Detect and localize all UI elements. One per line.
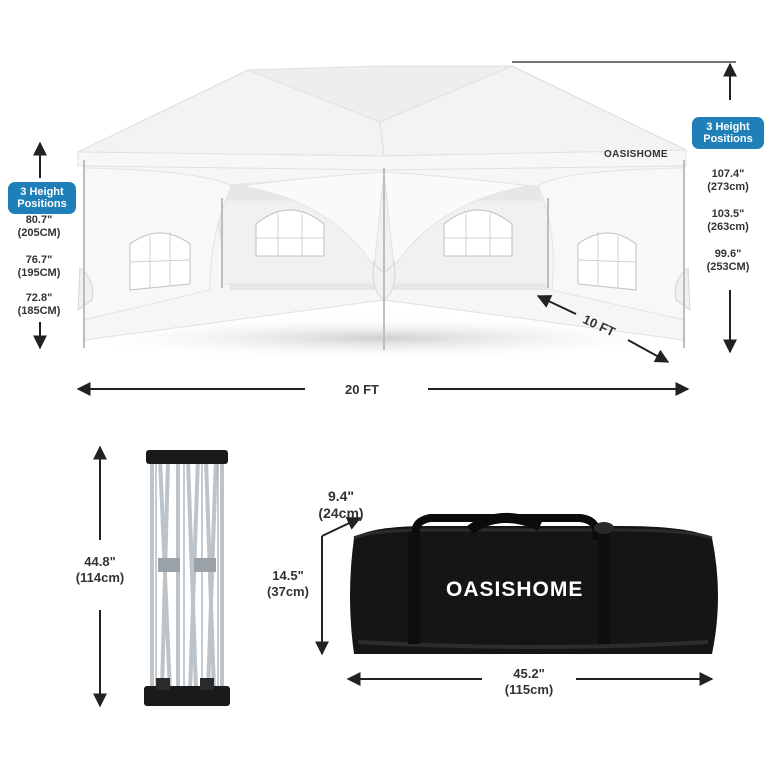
bag-height-label: 14.5"(37cm)	[267, 568, 309, 599]
bag-depth-label: 9.4"(24cm)	[318, 488, 364, 521]
right-height-low: 99.6"(253CM)	[706, 248, 750, 274]
carry-bag	[350, 512, 718, 654]
folded-frame	[144, 450, 230, 710]
bag-depth-arrow	[321, 517, 362, 537]
tent-window	[129, 209, 637, 291]
depth-arrow-lower	[627, 339, 670, 363]
right-height-high: 107.4"(273cm)	[707, 168, 749, 194]
bag-brand-label: OASISHOME	[446, 578, 584, 601]
left-height-positions-badge: 3 Height Positions	[8, 182, 76, 214]
right-height-positions-badge: 3 Height Positions	[692, 117, 764, 149]
frame-height-label: 44.8"(114cm)	[75, 554, 125, 585]
right-height-mid: 103.5"(263cm)	[707, 208, 749, 234]
tent-brand-label: OASISHOME	[604, 149, 668, 160]
canopy-tent	[60, 65, 700, 360]
left-height-high: 80.7"(205CM)	[17, 214, 61, 240]
tent-width-label: 20 FT	[345, 382, 379, 397]
depth-arrow-upper	[536, 295, 577, 315]
left-height-mid: 76.7"(195CM)	[17, 254, 61, 280]
left-height-low: 72.8"(185CM)	[17, 292, 61, 318]
tent-dimension-arrows	[33, 61, 737, 396]
bag-length-label: 45.2"(115cm)	[504, 666, 554, 697]
